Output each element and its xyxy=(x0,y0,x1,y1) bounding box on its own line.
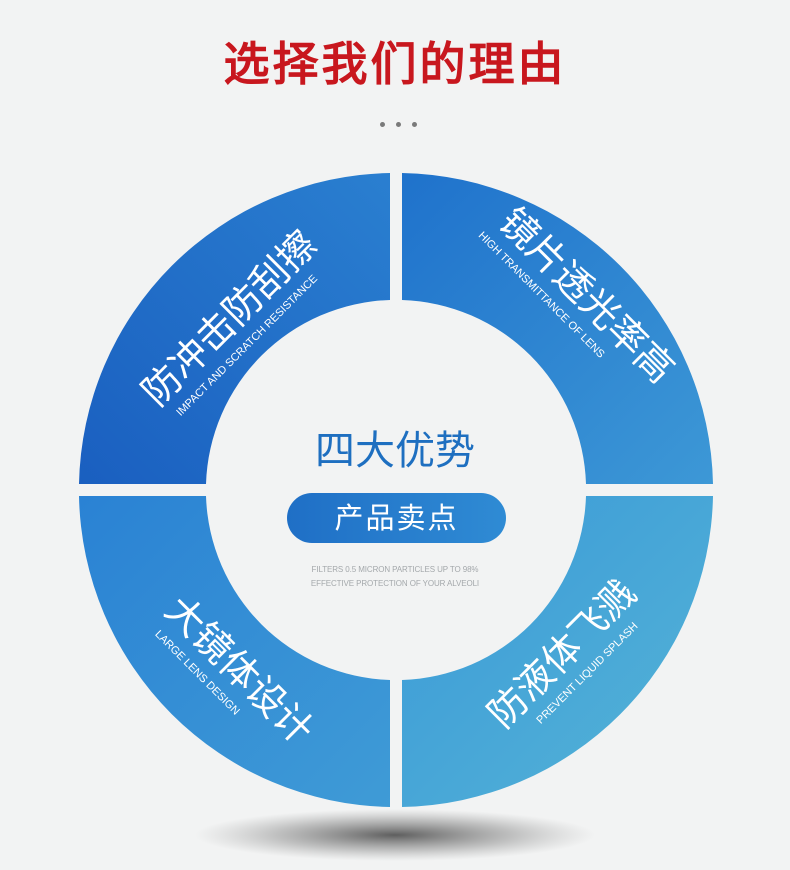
dot xyxy=(412,122,417,127)
segment-bottom-right xyxy=(402,496,713,807)
decorative-dots xyxy=(378,122,418,130)
center-note-line-2: EFFECTIVE PROTECTION OF YOUR ALVEOLI xyxy=(310,579,480,588)
dot xyxy=(396,122,401,127)
center-title: 四大优势 xyxy=(315,428,475,474)
page-title: 选择我们的理由 xyxy=(223,37,567,91)
center-note: FILTERS 0.5 MICRON PARTICLES UP TO 98% E… xyxy=(245,563,545,591)
segment-top-left xyxy=(79,173,390,484)
dot xyxy=(380,122,385,127)
segment-bottom-left xyxy=(79,496,390,807)
ring-shadow xyxy=(195,809,595,861)
center-pill-label: 产品卖点 xyxy=(287,493,506,543)
center-note-line-1: FILTERS 0.5 MICRON PARTICLES UP TO 98% xyxy=(311,565,479,574)
segment-top-right xyxy=(402,173,713,484)
